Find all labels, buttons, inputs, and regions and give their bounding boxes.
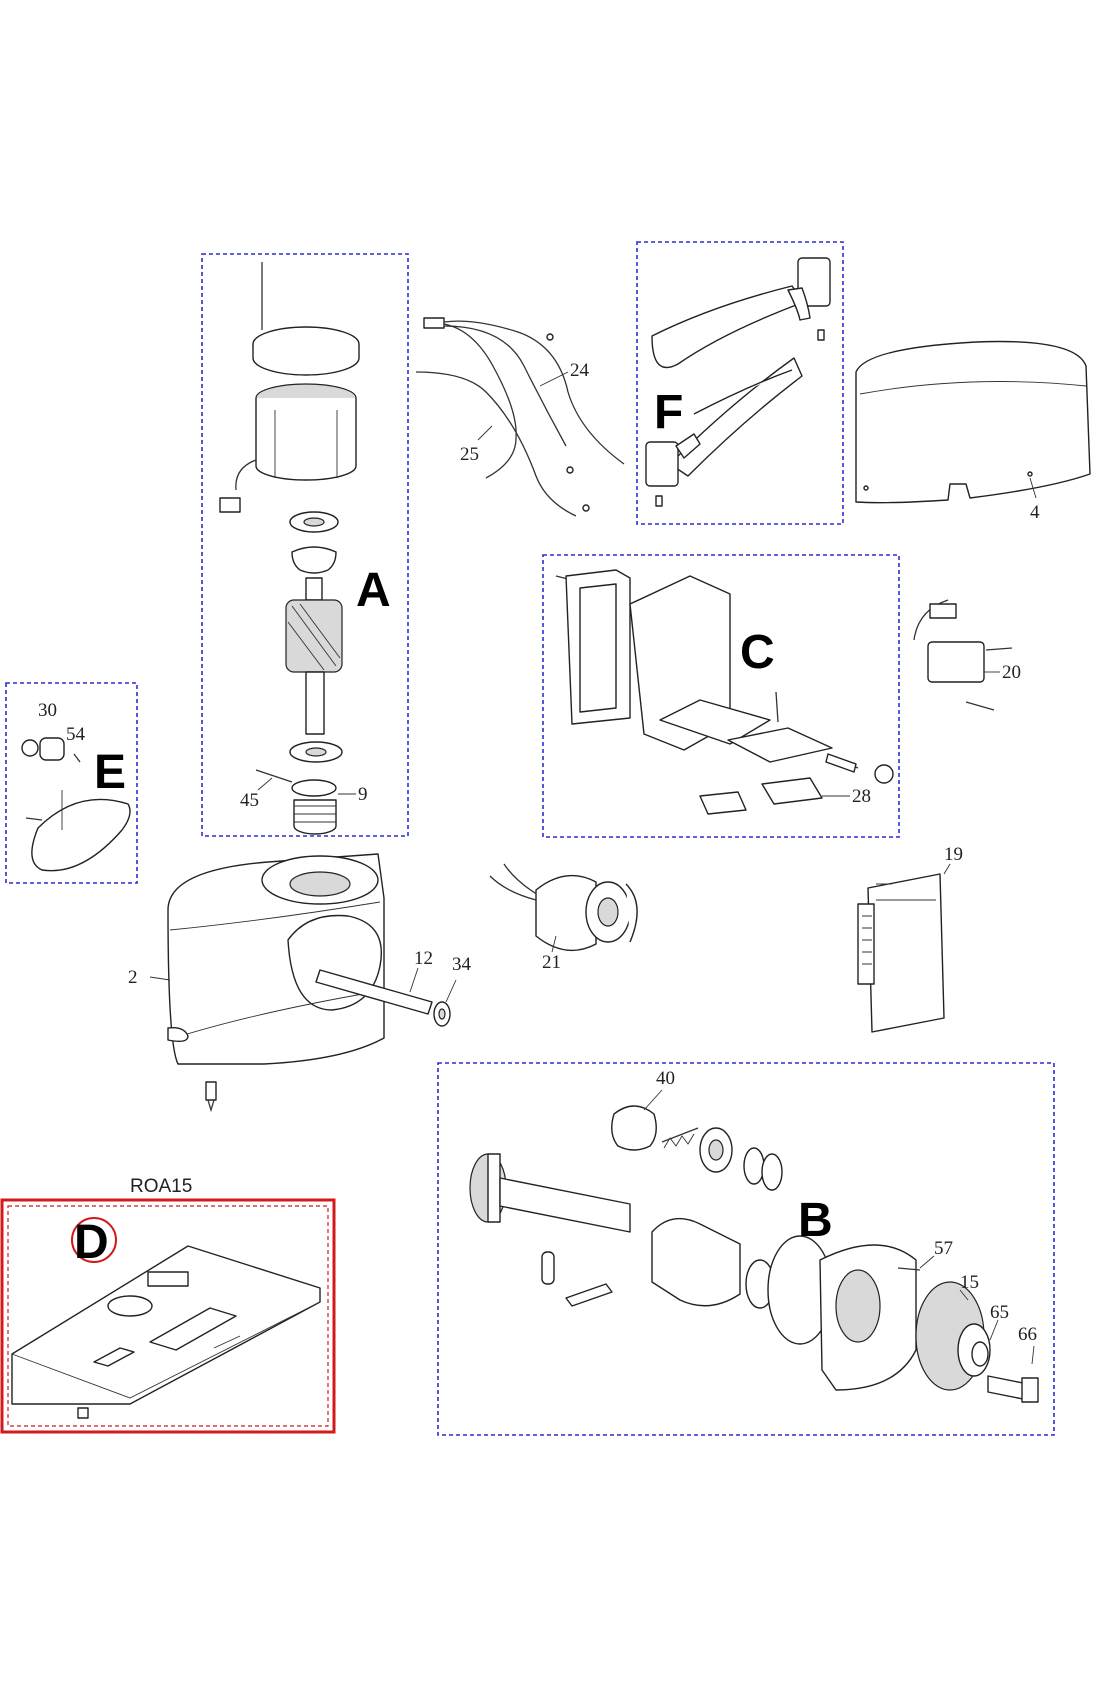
- part-15-label: 15: [960, 1272, 979, 1293]
- group-d-base-plate: ROA15 D: [0, 1176, 336, 1434]
- part-4-cover: 4: [855, 340, 1091, 523]
- part-2-label: 2: [128, 967, 138, 988]
- group-a-motor: A 9 45: [201, 253, 409, 837]
- part-45-label: 45: [240, 790, 259, 811]
- part-4-label: 4: [1030, 502, 1040, 523]
- part-40-label: 40: [656, 1068, 675, 1089]
- group-b-label: B: [798, 1194, 833, 1247]
- part-9-label: 9: [358, 784, 368, 805]
- group-e-label: E: [94, 746, 126, 799]
- part-25-label: 25: [460, 444, 479, 465]
- group-d-caption: ROA15: [130, 1176, 192, 1197]
- part-12-label: 12: [414, 948, 433, 969]
- part-12-shaft: 12 34: [315, 948, 472, 1027]
- part-2-housing: 2: [128, 853, 385, 1113]
- group-b-border: [437, 1062, 1055, 1436]
- group-f-border: [636, 241, 844, 525]
- wire-harness: 24 25: [415, 317, 625, 517]
- part-34-label: 34: [452, 954, 472, 975]
- part-30-label: 30: [38, 700, 57, 721]
- part-21-coil: 21: [489, 863, 638, 973]
- group-f-limit-arms: F: [636, 241, 844, 525]
- part-19-label: 19: [944, 844, 963, 865]
- group-f-label: F: [654, 386, 683, 439]
- part-57-label: 57: [934, 1238, 953, 1259]
- part-21-label: 21: [542, 952, 561, 973]
- group-d-border: [0, 1198, 336, 1434]
- group-c-border: [542, 554, 900, 838]
- part-65-label: 65: [990, 1302, 1009, 1323]
- part-20-capacitor: 20: [913, 599, 1021, 711]
- part-54-label: 54: [66, 724, 86, 745]
- group-b-gearbox: 40 57 15 65 66 B: [437, 1062, 1055, 1436]
- group-e-border: [5, 682, 138, 884]
- group-d-label: D: [74, 1216, 109, 1269]
- group-c-switch-bracket: C 28: [542, 554, 900, 838]
- group-a-border: [201, 253, 409, 837]
- part-24-label: 24: [570, 360, 590, 381]
- group-c-label: C: [740, 626, 775, 679]
- part-20-label: 20: [1002, 662, 1021, 683]
- part-19-control-board: 19: [857, 844, 963, 1033]
- part-66-label: 66: [1018, 1324, 1037, 1345]
- part-28-label: 28: [852, 786, 871, 807]
- group-e-release-lock: E 30 54: [5, 682, 138, 884]
- group-a-label: A: [356, 564, 391, 617]
